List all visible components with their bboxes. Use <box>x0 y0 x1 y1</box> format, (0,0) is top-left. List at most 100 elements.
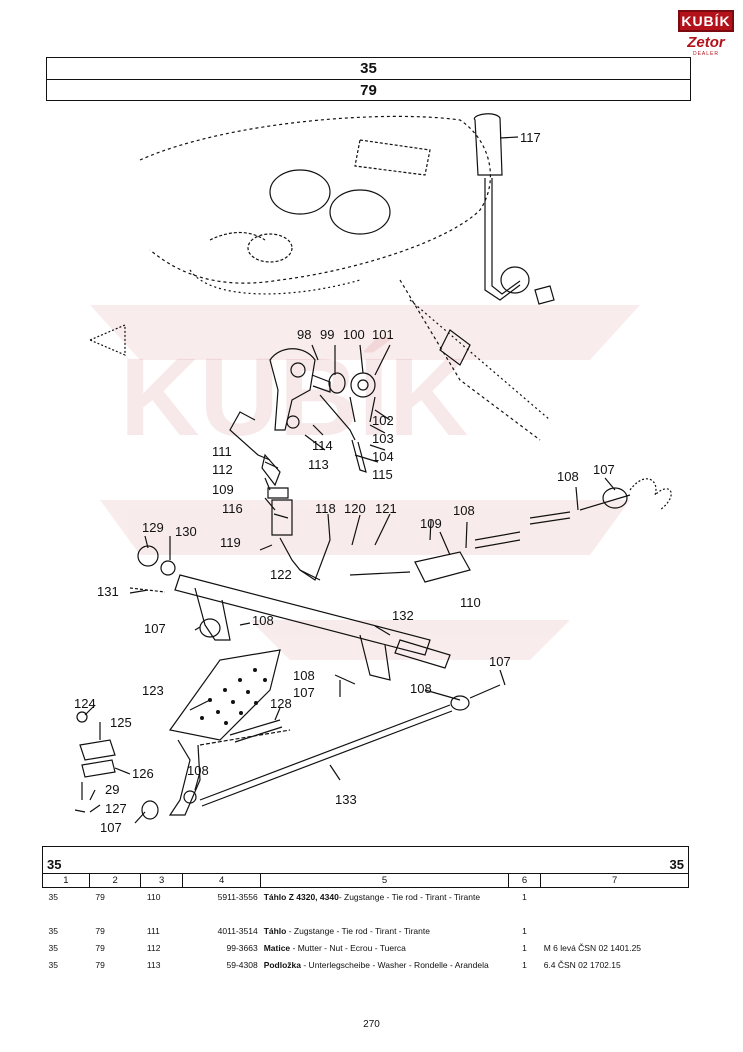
table-row: 35 79 110 5911-3556 Táhlo Z 4320, 4340- … <box>43 888 689 922</box>
cell-page: 79 <box>95 925 105 936</box>
callout: 129 <box>142 520 164 535</box>
callout: 107 <box>144 621 166 636</box>
col-header: 1 <box>42 873 90 888</box>
part-name: Matice <box>263 942 291 953</box>
cell-page: 79 <box>95 959 105 970</box>
cell-quantity: 1 <box>522 959 527 970</box>
cell-part-number: 99-3663 <box>226 942 258 953</box>
col-header: 5 <box>260 873 509 888</box>
cell-note <box>541 922 689 939</box>
col-header: 3 <box>140 873 183 888</box>
cell-position: 112 <box>146 942 161 953</box>
callout: 108 <box>410 681 432 696</box>
col-header: 4 <box>181 873 262 888</box>
callout: 122 <box>270 567 292 582</box>
callout: 126 <box>132 766 154 781</box>
table-row: 35 79 112 99-3663 Matice - Mutter - Nut … <box>43 939 689 956</box>
callout: 108 <box>252 613 274 628</box>
page-number: 270 <box>363 1019 380 1030</box>
cell-page: 79 <box>95 892 105 902</box>
cell-part-number: 59-4308 <box>226 959 258 970</box>
section-header: 35 79 <box>46 57 691 101</box>
cell-description: Táhlo - Zugstange - Tie rod - Tirant - T… <box>261 922 509 939</box>
group-left: 35 <box>47 857 62 872</box>
cell-part-number: 5911-3556 <box>217 892 258 902</box>
callout: 108 <box>557 469 579 484</box>
callout: 29 <box>105 782 119 797</box>
table-row: 35 79 113 59-4308 Podložka - Unterlegsch… <box>43 956 689 990</box>
dealer-logo: KUBÍK Zetor DEALER <box>678 10 734 60</box>
col-header: 7 <box>540 873 689 888</box>
callout: 123 <box>142 683 164 698</box>
callout: 127 <box>105 801 127 816</box>
cell-description: Matice - Mutter - Nut - Ecrou - Tuerca <box>261 939 509 956</box>
callout: 108 <box>187 763 209 778</box>
callout: 99 <box>320 327 334 342</box>
callout: 102 <box>372 413 394 428</box>
callout: 110 <box>460 595 481 610</box>
group-number: 35 <box>360 60 377 77</box>
col-header: 6 <box>507 873 542 888</box>
callout: 115 <box>372 467 393 482</box>
cell-group: 35 <box>48 892 58 902</box>
table-row: 35 79 111 4011-3514 Táhlo - Zugstange - … <box>43 922 689 939</box>
table-group-bar: 35 35 <box>42 847 689 873</box>
cell-part-number: 4011-3514 <box>217 925 258 936</box>
callout: 125 <box>110 715 132 730</box>
cell-note: M 6 levá ČSN 02 1401.25 <box>543 942 642 953</box>
callout: 108 <box>453 503 475 518</box>
callout: 107 <box>489 654 511 669</box>
callout: 131 <box>97 584 119 599</box>
part-name: Táhlo <box>263 925 287 936</box>
callout: 109 <box>420 516 442 531</box>
callout: 120 <box>344 501 366 516</box>
cell-group: 35 <box>48 942 58 953</box>
callout: 117 <box>520 130 541 145</box>
callout: 130 <box>175 524 197 539</box>
callout: 109 <box>212 482 234 497</box>
part-name: Podložka <box>263 959 301 970</box>
callout: 107 <box>100 820 122 835</box>
logo-sub: Zetor <box>687 34 725 51</box>
part-translations: - Zugstange - Tie rod - Tirant - Tirante <box>338 892 481 902</box>
callout: 107 <box>593 462 615 477</box>
cell-quantity: 1 <box>522 892 527 902</box>
cell-quantity: 1 <box>522 942 527 953</box>
callout: 107 <box>293 685 315 700</box>
cell-page: 79 <box>95 942 105 953</box>
part-name: Táhlo Z 4320, 4340 <box>263 892 339 902</box>
callout: 121 <box>375 501 397 516</box>
callout: 132 <box>392 608 414 623</box>
parts-table: 35 35 1 2 3 4 5 6 7 35 79 110 5911-3556 … <box>42 846 689 990</box>
callout: 103 <box>372 431 394 446</box>
callout: 119 <box>220 535 241 550</box>
cell-note: 6.4 ČSN 02 1702.15 <box>543 959 621 970</box>
part-translations: - Zugstange - Tie rod - Tirant - Tirante <box>286 925 430 936</box>
cell-note <box>541 888 689 922</box>
watermark-text: KUBÍK <box>120 336 468 459</box>
callout: 124 <box>74 696 96 711</box>
cell-description: Podložka - Unterlegscheibe - Washer - Ro… <box>261 956 509 990</box>
callout: 128 <box>270 696 292 711</box>
callout: 108 <box>293 668 315 683</box>
callout: 116 <box>222 501 243 516</box>
logo-tag: DEALER <box>692 51 719 57</box>
callout: 133 <box>335 792 357 807</box>
cell-quantity: 1 <box>522 925 527 936</box>
part-translations: - Unterlegscheibe - Washer - Rondelle - … <box>301 959 489 970</box>
cell-position: 113 <box>146 959 161 970</box>
cell-group: 35 <box>48 925 58 936</box>
group-right: 35 <box>669 857 684 872</box>
cell-position: 110 <box>146 892 161 902</box>
col-header: 2 <box>88 873 142 888</box>
callout: 118 <box>315 501 336 516</box>
callout: 112 <box>212 462 233 477</box>
exploded-parts-diagram: KUBÍK <box>74 113 672 835</box>
callout: 98 <box>297 327 311 342</box>
callout: 104 <box>372 449 394 464</box>
part-translations: - Mutter - Nut - Ecrou - Tuerca <box>290 942 406 953</box>
cell-group: 35 <box>48 959 58 970</box>
callout: 101 <box>372 327 394 342</box>
table-header-row: 1 2 3 4 5 6 7 <box>42 873 689 888</box>
page-number-header: 79 <box>47 79 690 101</box>
